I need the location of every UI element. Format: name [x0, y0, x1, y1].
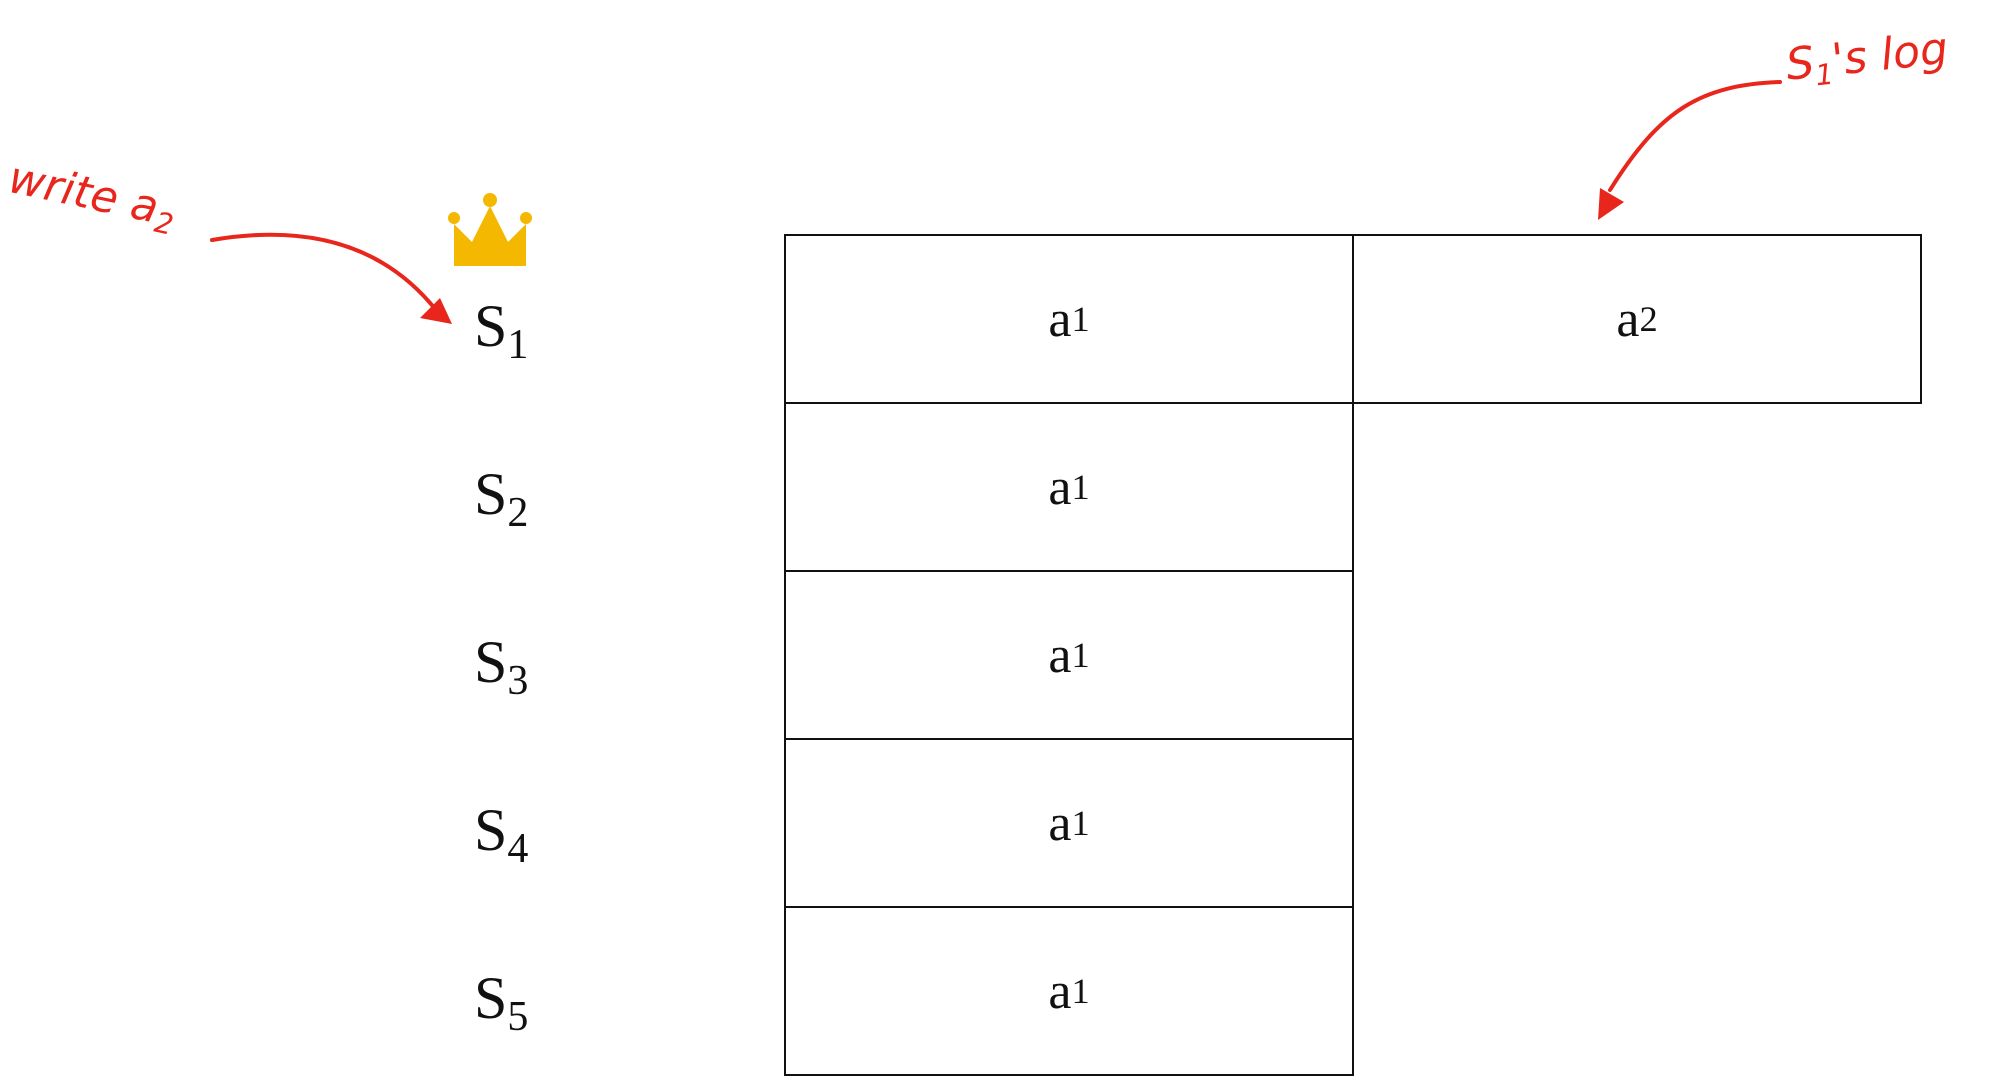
log-arrow — [1608, 80, 1782, 192]
write-arrow — [210, 232, 438, 312]
log-arrowhead — [1598, 188, 1624, 220]
write-arrowhead — [420, 298, 452, 324]
server-label-s3: S3 — [474, 629, 529, 704]
crown-icon — [448, 193, 532, 266]
server-label-s4: S4 — [474, 797, 529, 872]
server-label-s2: S2 — [474, 461, 529, 536]
server-label-s5: S5 — [474, 965, 529, 1040]
server-label-s1: S1 — [474, 293, 529, 368]
